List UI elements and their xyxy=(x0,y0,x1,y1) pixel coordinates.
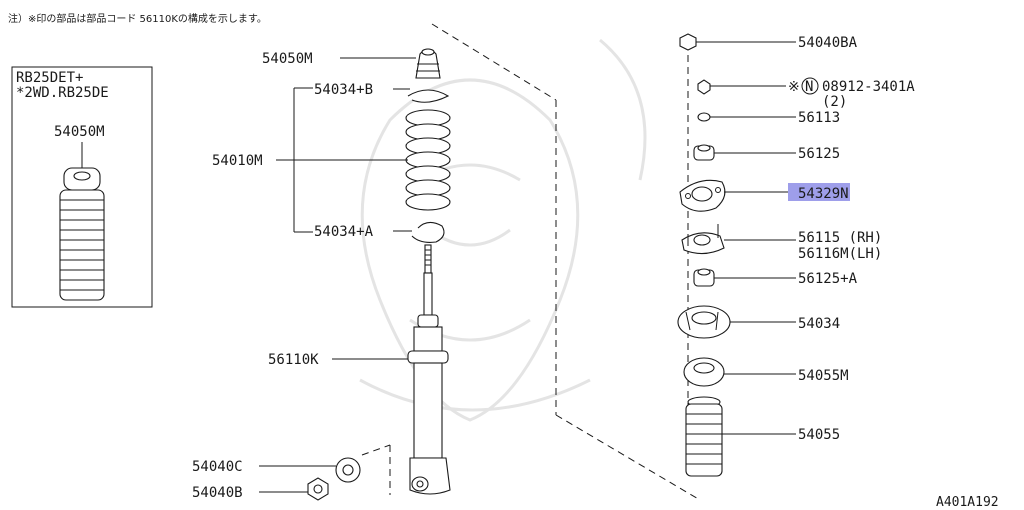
inset-title-line1: RB25DET+ xyxy=(16,70,83,86)
label-54050M: 54050M xyxy=(262,51,313,67)
label-56125: 56125 xyxy=(798,146,840,162)
mount-plate-54329N xyxy=(679,179,788,212)
label-54055: 54055 xyxy=(798,427,840,443)
washer xyxy=(259,457,361,483)
label-54040B: 54040B xyxy=(192,485,243,501)
watermark-emblem xyxy=(359,38,647,422)
bound-bumper-54034 xyxy=(677,305,796,339)
label-54034B: 54034+B xyxy=(314,82,373,98)
note-text: 注）※印の部品は部品コード 56110Kの構成を示します。 xyxy=(8,12,267,25)
inset-dust-boot xyxy=(59,167,105,301)
mount-bracket-56115 xyxy=(681,224,796,255)
dust-boot-54055 xyxy=(685,396,796,477)
inset-variant-box: RB25DET+ *2WD.RB25DE 54050M xyxy=(11,66,153,308)
label-54055M: 54055M xyxy=(798,368,849,384)
inset-title-line2: *2WD.RB25DE xyxy=(16,85,109,101)
bump-stopper xyxy=(340,48,441,79)
label-08912-prefix: ※ xyxy=(788,79,800,95)
label-54034A: 54034+A xyxy=(314,224,374,240)
label-08912-qty: (2) xyxy=(822,94,847,110)
label-56125A: 56125+A xyxy=(798,271,858,287)
label-54034: 54034 xyxy=(798,316,840,332)
nut-08912 xyxy=(697,79,786,95)
label-56115: 56115 (RH) xyxy=(798,230,882,246)
diagram-code: A401A192 xyxy=(936,495,999,510)
assembly-dashed-outline xyxy=(361,23,701,501)
spring-seat-lower xyxy=(393,221,445,243)
top-nut-54040BA xyxy=(679,33,796,51)
inset-part-label: 54050M xyxy=(54,124,105,140)
label-08912-circle: N xyxy=(805,79,813,95)
coil-spring xyxy=(276,87,451,233)
label-56110K: 56110K xyxy=(268,352,319,368)
spring-seat-upper xyxy=(393,88,450,103)
label-54040BA: 54040BA xyxy=(798,35,858,51)
label-08912: 08912-3401A xyxy=(822,79,915,95)
label-54040C: 54040C xyxy=(192,459,243,475)
bushing-56125 xyxy=(693,144,796,161)
label-56116M: 56116M(LH) xyxy=(798,246,882,262)
highlight-54329N xyxy=(788,183,850,201)
lower-nut xyxy=(259,477,329,501)
label-56113: 56113 xyxy=(798,110,840,126)
label-54329N: 54329N xyxy=(798,186,849,202)
bushing-56125A xyxy=(693,268,796,287)
shock-absorber xyxy=(332,244,451,495)
label-54010M: 54010M xyxy=(212,153,263,169)
washer-56113 xyxy=(697,112,796,122)
seat-54055M xyxy=(683,357,796,387)
